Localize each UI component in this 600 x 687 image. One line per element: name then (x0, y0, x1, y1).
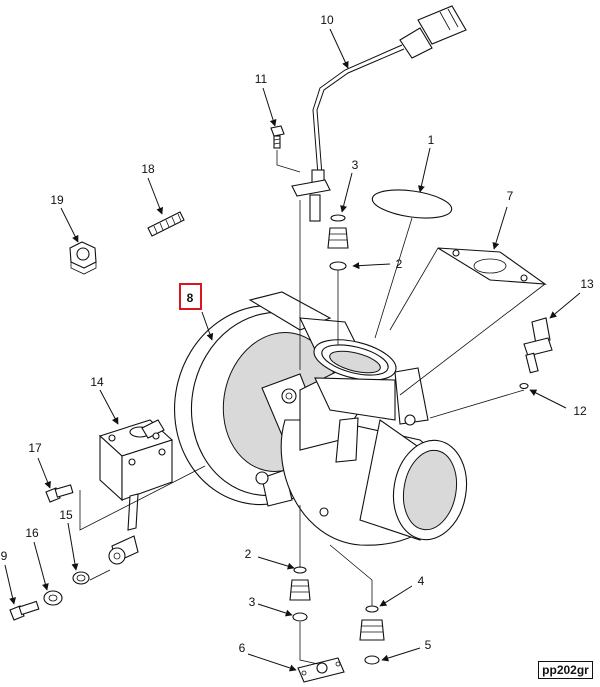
callout-12: 12 (573, 404, 587, 418)
callout-3-lower: 3 (249, 595, 256, 609)
hex-nut-part-19 (69, 241, 97, 275)
flat-gasket-part-7 (437, 247, 547, 285)
callout-8: 8 (187, 291, 194, 305)
flange-gasket-part-6 (297, 657, 345, 683)
callout-4: 4 (418, 574, 425, 588)
callout-2-upper: 2 (396, 257, 403, 271)
callout-2-lower: 2 (245, 547, 252, 561)
callout-18: 18 (141, 162, 155, 176)
callout-19: 19 (50, 193, 64, 207)
callout-13: 13 (580, 277, 594, 291)
highlight-box-callout-8 (179, 283, 202, 310)
turbocharger-part-8 (173, 291, 468, 546)
callout-1: 1 (428, 133, 435, 147)
callout-17: 17 (28, 441, 42, 455)
callout-15: 15 (59, 508, 73, 522)
bolt-part-17 (45, 484, 74, 503)
stud-part-18 (147, 211, 185, 237)
plug-part-13 (519, 317, 553, 390)
callout-6: 6 (239, 641, 246, 655)
fitting-lower-left (289, 566, 311, 622)
callout-16: 16 (25, 526, 39, 540)
bolt-part-9 (9, 600, 40, 621)
callout-9: 9 (1, 549, 8, 563)
actuator-part-14 (98, 419, 174, 565)
assembly-center-lines (79, 150, 546, 665)
washer-part-16 (43, 590, 63, 606)
reference-code-box: pp202gr (538, 661, 593, 679)
fitting-upper-part-3 (327, 214, 349, 271)
washer-part-15 (72, 571, 90, 585)
callout-3-upper: 3 (352, 158, 359, 172)
callout-7: 7 (507, 189, 514, 203)
callout-10: 10 (320, 13, 334, 27)
callout-14: 14 (90, 375, 104, 389)
callout-5: 5 (425, 638, 432, 652)
leader-arrows (4, 28, 581, 672)
bolt-part-11 (270, 125, 285, 149)
gasket-part-1 (371, 189, 453, 219)
sensor-cable-part-10 (291, 5, 467, 222)
fitting-lower-right (359, 605, 385, 665)
callout-11: 11 (255, 72, 268, 86)
callout-labels: 1 2 3 7 8 10 11 18 19 13 12 14 17 15 16 … (1, 13, 594, 655)
